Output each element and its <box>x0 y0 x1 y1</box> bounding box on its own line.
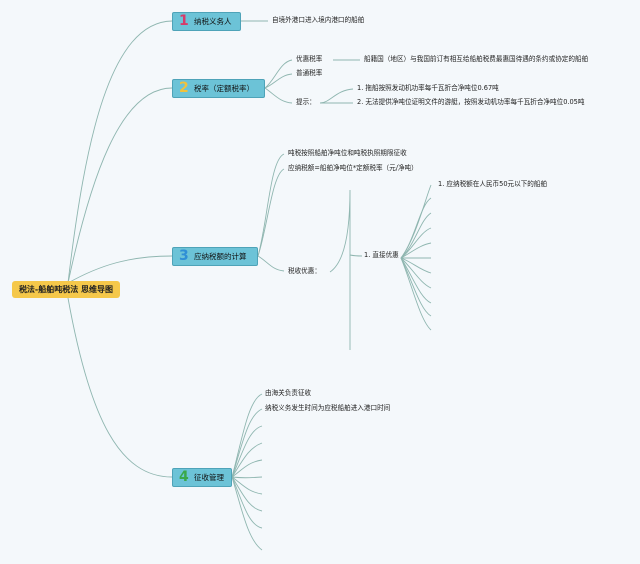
topic-taxpayer-desc[interactable]: 自境外港口进入境内港口的船舶 <box>272 16 365 24</box>
topic-under-50-yuan[interactable]: 1. 应纳税额在人民币50元以下的船舶 <box>438 180 548 188</box>
branch-taxpayer[interactable]: 1 纳税义务人 <box>172 12 241 31</box>
topic-tax-formula[interactable]: 应纳税额=船舶净吨位*定额税率（元/净吨） <box>288 164 418 172</box>
topic-customs-collection[interactable]: 由海关负责征收 <box>265 389 312 397</box>
branch-label: 纳税义务人 <box>194 17 232 26</box>
topic-tonnage-basis[interactable]: 吨税按照船舶净吨位和吨税执照期限征收 <box>288 149 407 157</box>
topic-ordinary-rate[interactable]: 普通税率 <box>296 69 323 77</box>
branch-label: 应纳税额的计算 <box>194 252 247 261</box>
topic-direct-incentives[interactable]: 1. 直接优惠 <box>364 251 399 259</box>
branch-number-1: 1 <box>179 13 189 29</box>
branch-tax-rate[interactable]: 2 税率（定额税率） <box>172 79 265 98</box>
branch-collection-management[interactable]: 4 征收管理 <box>172 468 232 487</box>
topic-tax-incentives[interactable]: 税收优惠： <box>288 267 321 275</box>
branch-label: 征收管理 <box>194 473 224 482</box>
branch-number-2: 2 <box>179 80 189 96</box>
branch-number-4: 4 <box>179 469 189 485</box>
branch-label: 税率（定额税率） <box>194 84 254 93</box>
topic-preferential-rate[interactable]: 优惠税率 <box>296 55 323 63</box>
topic-preferential-rate-desc[interactable]: 船籍国（地区）与我国前订有相互给船舶税费最惠国待遇的条约或协定的船舶 <box>364 55 589 63</box>
branch-number-3: 3 <box>179 248 189 264</box>
topic-obligation-time[interactable]: 纳税义务发生时间为应税船舶进入港口时间 <box>265 404 391 412</box>
topic-hint[interactable]: 提示： <box>296 98 316 106</box>
topic-hint-tugboat[interactable]: 1. 拖船按照发动机功率每千瓦折合净吨位0.67吨 <box>357 84 499 92</box>
topic-hint-yacht[interactable]: 2. 无法提供净吨位证明文件的游艇，按照发动机功率每千瓦折合净吨位0.05吨 <box>357 98 585 106</box>
root-topic[interactable]: 税法-船舶吨税法 思维导图 <box>12 281 120 298</box>
branch-tax-calculation[interactable]: 3 应纳税额的计算 <box>172 247 258 266</box>
